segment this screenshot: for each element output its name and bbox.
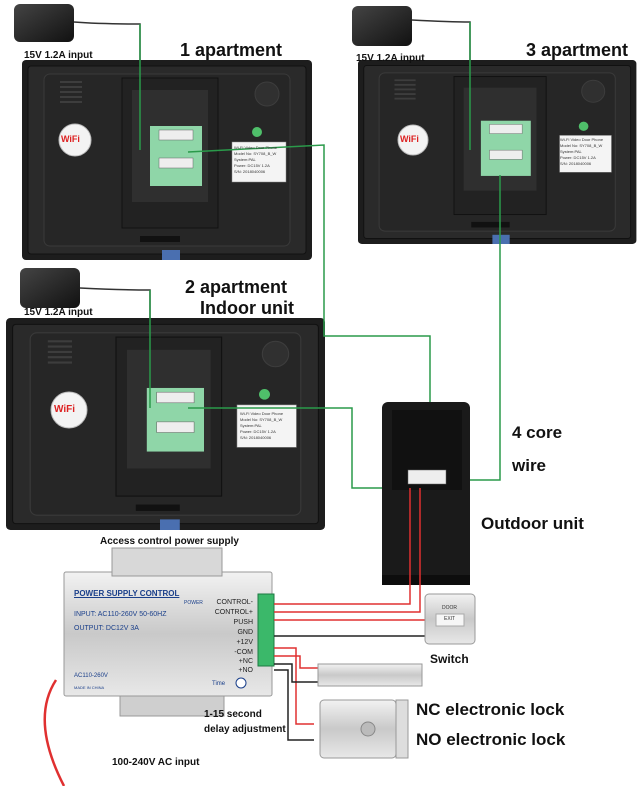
exit-switch: [424, 593, 476, 645]
psu-power-led-label: POWER: [184, 600, 203, 606]
psu-output-spec: OUTPUT: DC12V 3A: [74, 625, 139, 632]
monitor-2: [4, 316, 327, 532]
psu-time-label: Time: [212, 681, 226, 687]
ac-input-label: 100-240V AC input: [112, 757, 200, 768]
monitor-2-power-label: 15V 1.2A input: [24, 307, 93, 318]
nc-lock-label: NC electronic lock: [416, 700, 565, 719]
monitor-2-label: 2 apartment: [185, 277, 288, 297]
no-lock-label: NO electronic lock: [416, 730, 566, 749]
monitor-1: [21, 59, 313, 261]
outdoor-unit: [382, 402, 470, 585]
wifi-badge: WiFi: [400, 134, 419, 144]
monitor-3-label: 3 apartment: [526, 40, 629, 60]
red-black-control-wires: [43, 488, 430, 786]
monitor-1-label: 1 apartment: [180, 40, 283, 60]
nc-electronic-lock: [317, 663, 423, 687]
switch-plate-top: DOOR: [442, 605, 457, 611]
no-electronic-lock: [319, 699, 409, 759]
psu-made-in-label: MADE IN CHINA: [74, 685, 105, 690]
switch-plate-bottom: EXIT: [444, 616, 456, 622]
psu-caption: Access control power supply: [100, 536, 239, 547]
monitor-3: [357, 59, 638, 245]
switch-label: Switch: [430, 652, 469, 666]
wifi-icon: [50, 123, 429, 429]
power-adapter-icon: [14, 4, 471, 318]
indoor-unit-label: Indoor unit: [200, 298, 294, 318]
psu-title: POWER SUPPLY CONTROL: [74, 589, 180, 598]
wire-label-line-2: wire: [512, 456, 547, 475]
delay-label-line-1: 1-15 second: [204, 709, 262, 720]
wifi-badge: WiFi: [54, 404, 76, 415]
wifi-badge: WiFi: [61, 134, 80, 144]
monitor-1-power-label: 15V 1.2A input: [24, 50, 93, 61]
power-supply-box: [63, 547, 275, 717]
psu-input-spec: INPUT: AC110-260V 50-60HZ: [74, 611, 167, 618]
psu-ac-label: AC110-260V: [74, 673, 108, 679]
monitor-3-power-label: 15V 1.2A input: [356, 53, 425, 64]
delay-label-line-2: delay adjustment: [204, 724, 286, 735]
wire-label-line-1: 4 core: [512, 423, 563, 442]
outdoor-unit-label: Outdoor unit: [481, 514, 584, 533]
